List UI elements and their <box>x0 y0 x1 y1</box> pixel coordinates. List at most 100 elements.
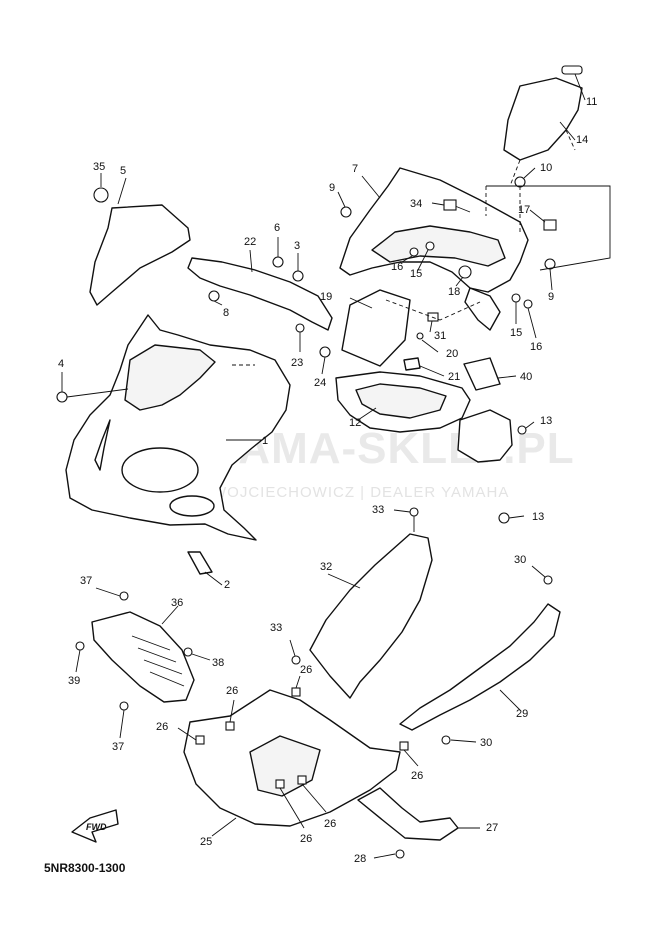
bolt-24 <box>319 346 331 358</box>
callout-6: 6 <box>274 222 280 234</box>
callout-37-lower: 37 <box>112 741 124 753</box>
callout-4: 4 <box>58 358 64 370</box>
callout-2: 2 <box>224 579 230 591</box>
nut-18 <box>458 265 472 279</box>
callout-26-f: 26 <box>324 818 336 830</box>
callout-24: 24 <box>314 377 326 389</box>
callout-11: 11 <box>586 96 597 108</box>
screw-28 <box>373 849 405 859</box>
callout-26-d: 26 <box>411 770 423 782</box>
callout-39: 39 <box>68 675 80 687</box>
callout-3: 3 <box>294 240 300 252</box>
diagram-code: 5NR8300-1300 <box>44 861 126 875</box>
cap-11 <box>561 65 583 75</box>
grommet-16-right <box>523 299 533 309</box>
callout-35: 35 <box>93 161 105 173</box>
callout-33-upper: 33 <box>372 504 384 516</box>
callout-13-upper: 13 <box>540 415 552 427</box>
callout-28: 28 <box>354 853 366 865</box>
callout-20: 20 <box>446 348 458 360</box>
bolt-6 <box>272 256 284 268</box>
fwd-label: FWD <box>86 822 107 832</box>
callout-31: 31 <box>434 330 446 342</box>
part-front-fender <box>89 173 191 306</box>
bracket-34 <box>443 199 457 211</box>
part-lower-panel-12 <box>335 371 471 433</box>
callout-22: 22 <box>244 236 256 248</box>
callout-15-right: 15 <box>510 327 522 339</box>
callout-labels: 1 2 3 4 5 6 7 8 9 9 10 11 12 13 13 14 15… <box>58 96 597 865</box>
screw-37-upper <box>119 591 129 601</box>
bolt-3 <box>292 270 304 282</box>
callout-40: 40 <box>520 371 532 383</box>
callout-1: 1 <box>262 435 268 447</box>
callout-27: 27 <box>486 822 498 834</box>
callout-16-right: 16 <box>530 341 542 353</box>
bracket-17 <box>543 219 557 231</box>
screw-4 <box>56 372 129 403</box>
screw-13-upper <box>517 425 527 435</box>
callout-14: 14 <box>576 134 588 146</box>
nut-38 <box>183 647 193 657</box>
watermark-subtitle: WOJCIECHOWICZ | DEALER YAMAHA <box>212 484 509 501</box>
callout-29: 29 <box>516 708 528 720</box>
part-cover-11-14 <box>503 65 586 187</box>
clip-26-c <box>291 687 301 697</box>
callout-13-lower: 13 <box>532 511 544 523</box>
clip-26-b <box>195 735 205 745</box>
part-inner-bracket-22 <box>187 249 333 331</box>
clip-26-a <box>225 721 235 731</box>
part-label-21 <box>403 357 445 377</box>
part-lower-cover-25 <box>183 689 401 837</box>
callout-8: 8 <box>223 307 229 319</box>
callout-30-lower: 30 <box>480 737 492 749</box>
grommet-35 <box>93 187 109 203</box>
callout-26-b: 26 <box>156 721 168 733</box>
callout-23: 23 <box>291 357 303 369</box>
screw-33-upper <box>393 507 419 532</box>
part-label-2 <box>187 551 223 586</box>
clip-20 <box>416 332 424 340</box>
part-bottom-bracket-27 <box>357 787 480 841</box>
fwd-arrow-icon: FWD <box>71 809 119 843</box>
part-side-panel-32 <box>309 533 433 699</box>
callout-32: 32 <box>320 561 332 573</box>
callout-5: 5 <box>120 165 126 177</box>
callout-37-upper: 37 <box>80 575 92 587</box>
hardware-cluster-upper-left <box>208 237 331 375</box>
clip-26-e <box>275 779 285 789</box>
callout-9-left: 9 <box>329 182 335 194</box>
callout-7: 7 <box>352 163 358 175</box>
hardware-36-group <box>75 587 211 739</box>
part-right-panel-13 <box>457 409 535 524</box>
callout-33-lower: 33 <box>270 622 282 634</box>
screw-13-lower <box>498 512 510 524</box>
callout-19: 19 <box>320 291 332 303</box>
callout-26-c: 26 <box>300 664 312 676</box>
clip-23 <box>295 323 305 333</box>
callout-12: 12 <box>349 417 361 429</box>
part-side-rail-29 <box>399 603 561 731</box>
callout-25: 25 <box>200 836 212 848</box>
clip-26-f <box>297 775 307 785</box>
nut-8 <box>208 290 220 302</box>
grommet-16-left <box>409 247 419 257</box>
part-label-40 <box>463 357 517 391</box>
part-front-cover <box>65 314 291 541</box>
callout-36: 36 <box>171 597 183 609</box>
hardware-30 <box>441 565 553 745</box>
screw-39 <box>75 641 85 651</box>
hardware-cluster-center <box>337 167 611 339</box>
washer-15-left <box>425 241 435 251</box>
bolt-9-left <box>340 206 352 218</box>
screw-33-lower <box>289 639 301 665</box>
bolt-10 <box>514 176 526 188</box>
callout-9-right: 9 <box>548 291 554 303</box>
callout-18: 18 <box>448 286 460 298</box>
callout-21: 21 <box>448 371 460 383</box>
callout-26-e: 26 <box>300 833 312 845</box>
callout-26-a: 26 <box>226 685 238 697</box>
washer-15-right <box>511 293 521 303</box>
clips-26 <box>177 675 419 829</box>
